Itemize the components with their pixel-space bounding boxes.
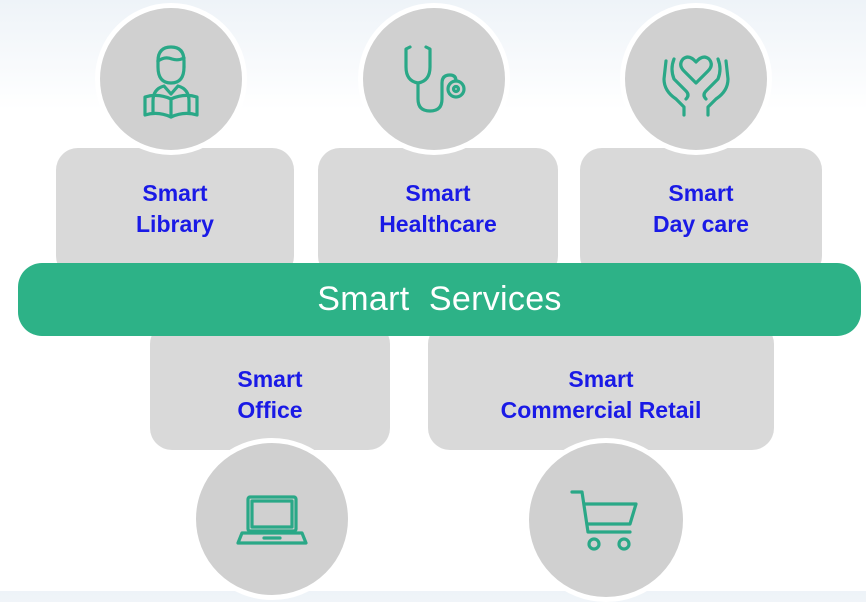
smart-services-label: Smart Services [317,280,562,318]
library-label-line1: Smart [142,180,208,206]
stethoscope-icon [404,45,466,113]
laptop-icon [236,495,308,545]
shopping-cart-icon [570,490,638,551]
library-icon-circle [95,3,247,155]
healthcare-card: Smart Healthcare [318,148,558,278]
retail-label-line2: Commercial Retail [500,397,702,423]
office-label-line2: Office [237,397,303,423]
library-card: Smart Library [56,148,294,278]
healthcare-label-line2: Healthcare [379,211,497,237]
daycare-card: Smart Day care [580,148,822,278]
smart-services-band: Smart Services [18,263,861,336]
reader-icon [143,45,199,119]
retail-label-line1: Smart [568,366,634,392]
retail-card: Smart Commercial Retail [428,322,774,450]
heart-hands-icon [662,55,730,117]
retail-icon-circle [524,438,688,602]
daycare-label-line2: Day care [653,211,749,237]
healthcare-label-line1: Smart [405,180,471,206]
healthcare-icon-circle [358,3,510,155]
daycare-label-line1: Smart [668,180,734,206]
daycare-icon-circle [620,3,772,155]
office-label-line1: Smart [237,366,303,392]
office-card: Smart Office [150,322,390,450]
library-label-line2: Library [136,211,214,237]
office-icon-circle [191,438,353,600]
